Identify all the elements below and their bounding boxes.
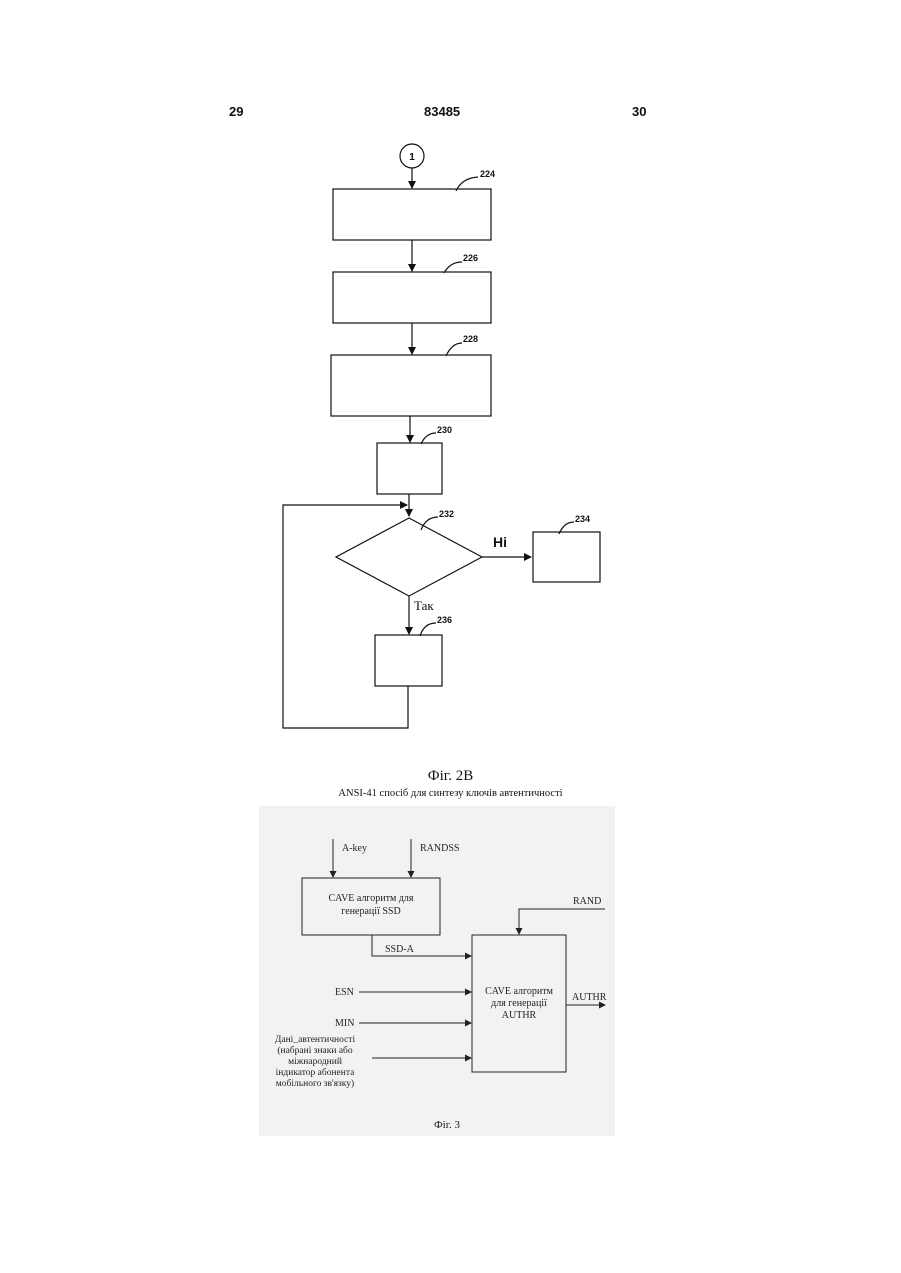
ref-226: 226 [463,253,478,263]
ref-234: 234 [575,514,590,524]
ref-leader-236 [420,623,436,636]
auth-data-line-2: (набрані знаки або [277,1045,353,1056]
auth-data-line-4: індикатор абонента [276,1067,355,1078]
block-ssd-line-2: генерації SSD [341,906,400,917]
ref-232: 232 [439,509,454,519]
branch-label-no: Ні [493,534,507,550]
label-ssd-a: SSD-A [385,944,415,955]
ref-224: 224 [480,169,495,179]
label-rand: RAND [573,896,601,907]
process-box-236 [375,635,442,686]
fig-3-title: ANSI-41 спосіб для синтезу ключів автент… [0,788,901,799]
block-authr-line-2: для генерації [491,998,547,1009]
ref-leader-226 [444,262,462,273]
fig-2b-caption: Фіг. 2В [0,768,901,785]
connector-label: 1 [409,152,415,163]
ref-236: 236 [437,615,452,625]
process-box-228 [331,355,491,416]
loop-back-line [283,505,408,728]
block-authr-line-1: CAVE алгоритм [485,986,554,997]
label-randss: RANDSS [420,843,459,854]
process-box-224 [333,189,491,240]
process-box-230 [377,443,442,494]
label-authr-output: AUTHR [572,992,607,1003]
process-box-226 [333,272,491,323]
auth-data-line-1: Дані_автентичності [275,1035,356,1045]
block-diagram-fig-3: A-key RANDSS CAVE алгоритм для генерації… [259,806,615,1136]
ref-228: 228 [463,334,478,344]
block-ssd-line-1: CAVE алгоритм для [328,893,413,904]
ref-leader-232 [421,517,438,530]
block-authr-line-3: AUTHR [502,1010,537,1021]
fig-3-caption: Фіг. 3 [434,1119,461,1131]
process-box-234 [533,532,600,582]
flowchart-fig-2b: 1 224 226 228 230 232 234 236 Ні Так [0,0,901,760]
branch-label-yes: Так [414,598,434,613]
label-akey: A-key [342,843,367,854]
auth-data-line-5: мобільного зв'язку) [276,1078,354,1089]
label-esn: ESN [335,987,354,998]
decision-diamond-232 [336,518,482,596]
label-min: MIN [335,1018,354,1029]
auth-data-line-3: міжнародний [288,1056,342,1067]
ref-230: 230 [437,425,452,435]
ref-leader-228 [446,343,462,356]
ref-leader-230 [421,433,436,444]
